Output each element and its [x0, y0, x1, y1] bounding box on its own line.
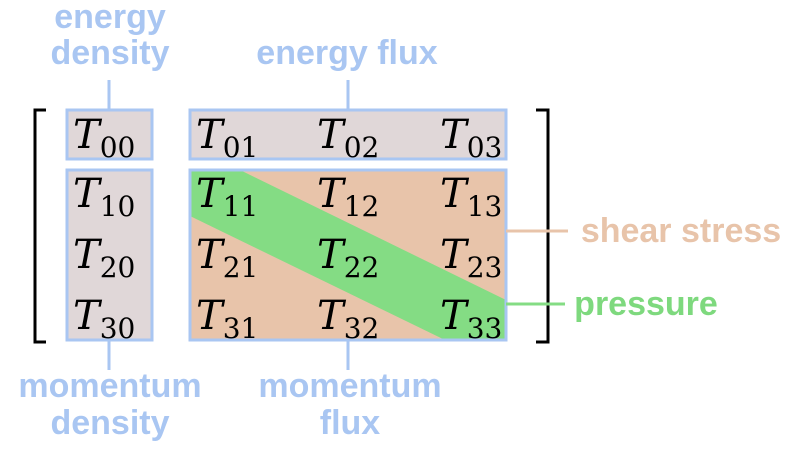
- shear-stress-label: shear stress: [581, 212, 781, 250]
- right-bracket: [536, 108, 550, 344]
- energy-density-label-line1: energy: [54, 0, 166, 36]
- energy-density-label-line2: density: [50, 34, 169, 72]
- tensor-component-t02: T02: [317, 112, 379, 164]
- tensor-component-t03: T03: [440, 112, 502, 164]
- tensor-component-t01: T01: [196, 112, 258, 164]
- momentum-density-label-line2: density: [50, 404, 169, 442]
- momentum-density-label-line1: momentum: [18, 367, 201, 405]
- energy-flux-label: energy flux: [256, 34, 437, 72]
- tensor-component-t11: T11: [196, 171, 258, 223]
- tensor-component-t21: T21: [196, 232, 258, 284]
- tensor-component-t23: T23: [440, 232, 502, 284]
- tensor-component-t10: T10: [73, 171, 135, 223]
- tensor-component-t13: T13: [440, 171, 502, 223]
- tensor-component-t00: T00: [73, 112, 135, 164]
- energy-density-box: [65, 108, 154, 161]
- tensor-component-t32: T32: [317, 293, 379, 345]
- momentum-flux-label-line2: flux: [320, 404, 381, 442]
- tensor-component-t12: T12: [317, 171, 379, 223]
- pressure-diagonal-band: [190, 170, 506, 340]
- pressure-label: pressure: [574, 285, 718, 323]
- tensor-component-t22: T22: [317, 232, 379, 284]
- tensor-component-t33: T33: [440, 293, 502, 345]
- tensor-component-t31: T31: [196, 293, 258, 345]
- left-bracket: [33, 108, 46, 344]
- tensor-component-t30: T30: [73, 293, 135, 345]
- momentum-flux-label-line1: momentum: [258, 367, 441, 405]
- tensor-component-t20: T20: [73, 232, 135, 284]
- energy-flux-box: [188, 108, 508, 161]
